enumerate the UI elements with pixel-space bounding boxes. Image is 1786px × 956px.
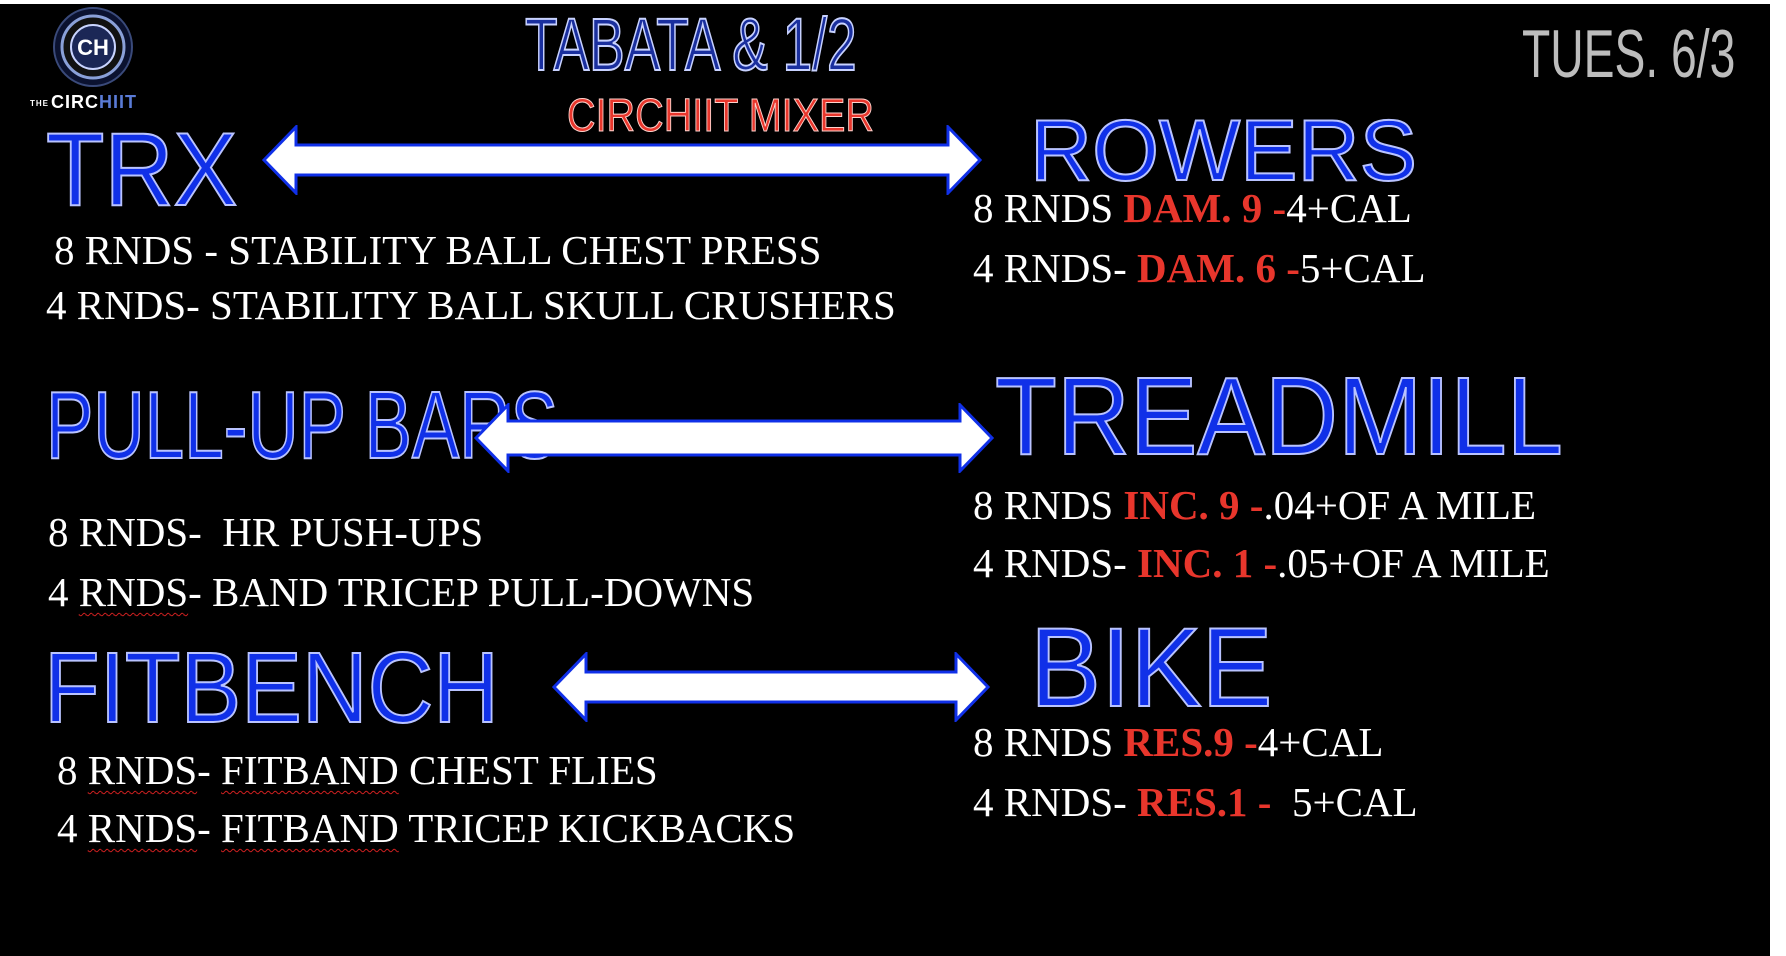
- logo-prefix: THE: [30, 98, 49, 108]
- rowers-line-1-target: 4+CAL: [1286, 185, 1412, 231]
- double-arrow-icon: [552, 652, 990, 722]
- ch-monogram-icon: CH: [53, 7, 133, 87]
- rowers-line-2-rounds: 4 RNDS-: [973, 245, 1138, 291]
- rowers-line-2: 4 RNDS- DAM. 6 -5+CAL: [973, 248, 1425, 289]
- fitbench-line-1-exercise-word: FITBAND: [221, 747, 399, 793]
- logo-main: CIRC: [51, 92, 99, 112]
- pullup-line-1-rounds: 8 RNDS-: [48, 509, 223, 555]
- fitbench-line-1-rounds-word: RNDS: [87, 747, 198, 793]
- pullup-line-1-exercise: HR PUSH-UPS: [222, 509, 484, 555]
- bike-line-1-rounds: 8 RNDS: [973, 719, 1124, 765]
- station-bike-title: BIKE: [1029, 605, 1273, 730]
- bike-line-2-target: 5+CAL: [1281, 779, 1418, 825]
- rowers-line-1: 8 RNDS DAM. 9 -4+CAL: [973, 188, 1412, 229]
- treadmill-line-1-setting: INC. 9 -: [1123, 482, 1264, 528]
- rowers-line-2-setting: DAM. 6 -: [1137, 245, 1300, 291]
- treadmill-line-1-rounds: 8 RNDS: [973, 482, 1124, 528]
- pullup-line-2-rounds-num: 4: [48, 569, 79, 615]
- top-border: [0, 0, 1770, 4]
- treadmill-line-1: 8 RNDS INC. 9 -.04+OF A MILE: [973, 485, 1536, 526]
- fitbench-line-1-exercise-rest: CHEST FLIES: [398, 747, 658, 793]
- treadmill-line-2-setting: INC. 1 -: [1137, 540, 1278, 586]
- fitbench-line-1-rounds-num: 8: [57, 747, 88, 793]
- station-trx-title: TRX: [45, 112, 238, 228]
- fitbench-line-2-rounds-word: RNDS: [87, 805, 198, 851]
- rowers-line-1-rounds: 8 RNDS: [973, 185, 1124, 231]
- fitbench-line-2-exercise-word: FITBAND: [221, 805, 399, 851]
- trx-line-2-exercise: STABILITY BALL SKULL CRUSHERS: [210, 282, 896, 328]
- fitbench-line-2-exercise-rest: TRICEP KICKBACKS: [398, 805, 796, 851]
- double-arrow-icon: [474, 403, 994, 473]
- trx-line-2-rounds: 4 RNDS-: [46, 282, 211, 328]
- logo-accent: HIIT: [99, 92, 137, 112]
- fitbench-line-2-rounds-num: 4: [57, 805, 88, 851]
- station-rowers-title: ROWERS: [1029, 103, 1418, 199]
- pullup-line-1: 8 RNDS- HR PUSH-UPS: [48, 512, 483, 553]
- treadmill-line-1-target: .04+OF A MILE: [1263, 482, 1537, 528]
- station-pullup-title: PULL-UP BARS: [45, 372, 558, 479]
- station-treadmill-title: TREADMILL: [994, 355, 1564, 478]
- trx-line-2: 4 RNDS- STABILITY BALL SKULL CRUSHERS: [46, 285, 896, 326]
- bike-line-1-target: 4+CAL: [1257, 719, 1384, 765]
- logo-monogram: CH: [77, 35, 109, 60]
- trx-line-1-exercise: STABILITY BALL CHEST PRESS: [228, 227, 822, 273]
- pullup-line-2-exercise: BAND TRICEP PULL-DOWNS: [212, 569, 755, 615]
- bike-line-2-rounds: 4 RNDS-: [973, 779, 1138, 825]
- fitbench-line-1: 8 RNDS- FITBAND CHEST FLIES: [57, 750, 658, 791]
- bike-line-2-setting: RES.1 -: [1137, 779, 1282, 825]
- fitbench-line-1-rounds-dash: -: [197, 747, 222, 793]
- fitbench-line-2: 4 RNDS- FITBAND TRICEP KICKBACKS: [57, 808, 795, 849]
- pullup-line-2-rounds-dash: -: [188, 569, 213, 615]
- rowers-line-2-target: 5+CAL: [1299, 245, 1426, 291]
- treadmill-line-2-rounds: 4 RNDS-: [973, 540, 1138, 586]
- rowers-line-1-setting: DAM. 9 -: [1123, 185, 1287, 231]
- page-subtitle: CIRCHIIT MIXER: [567, 89, 875, 141]
- treadmill-line-2: 4 RNDS- INC. 1 -.05+OF A MILE: [973, 543, 1550, 584]
- page-title: TABATA & 1/2: [524, 3, 857, 86]
- bike-line-1: 8 RNDS RES.9 -4+CAL: [973, 722, 1383, 763]
- pullup-line-2: 4 RNDS- BAND TRICEP PULL-DOWNS: [48, 572, 754, 613]
- pullup-line-2-rounds-word: RNDS: [78, 569, 189, 615]
- bike-line-2: 4 RNDS- RES.1 - 5+CAL: [973, 782, 1418, 823]
- trx-line-1: 8 RNDS - STABILITY BALL CHEST PRESS: [54, 230, 821, 271]
- trx-line-1-rounds: 8 RNDS -: [54, 227, 229, 273]
- fitbench-line-2-rounds-dash: -: [197, 805, 222, 851]
- date-label: TUES. 6/3: [1522, 16, 1736, 92]
- double-arrow-icon: [262, 125, 982, 195]
- bike-line-1-setting: RES.9 -: [1123, 719, 1258, 765]
- treadmill-line-2-target: .05+OF A MILE: [1277, 540, 1550, 586]
- station-fitbench-title: FITBENCH: [43, 632, 500, 744]
